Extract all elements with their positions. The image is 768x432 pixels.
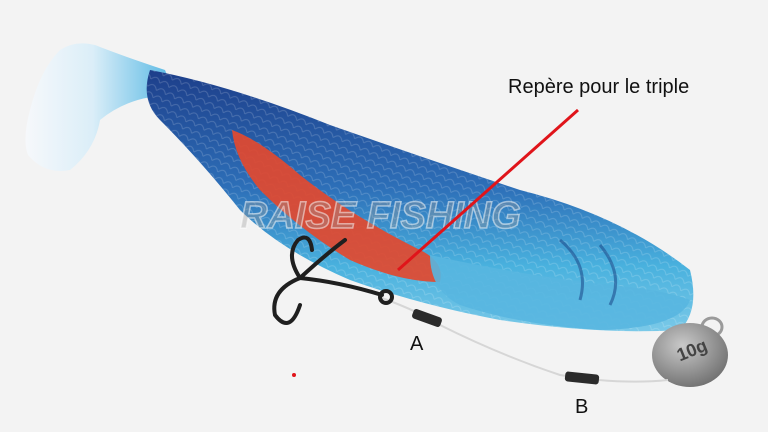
gill-detail xyxy=(559,238,618,306)
label-a: A xyxy=(410,333,424,355)
crimp-sleeve-b xyxy=(564,371,600,385)
callout-line xyxy=(397,108,579,272)
jighead xyxy=(652,323,728,387)
callout-label: Repère pour le triple xyxy=(508,76,690,98)
red-dot xyxy=(292,373,296,377)
belly-stripe xyxy=(232,130,441,282)
crimp-sleeve-a xyxy=(412,309,442,327)
watermark: RAISE FISHING xyxy=(240,195,521,237)
tail-fin xyxy=(25,43,175,172)
head-belly xyxy=(430,255,690,330)
label-b: B xyxy=(575,396,589,418)
treble-hook xyxy=(272,235,394,325)
